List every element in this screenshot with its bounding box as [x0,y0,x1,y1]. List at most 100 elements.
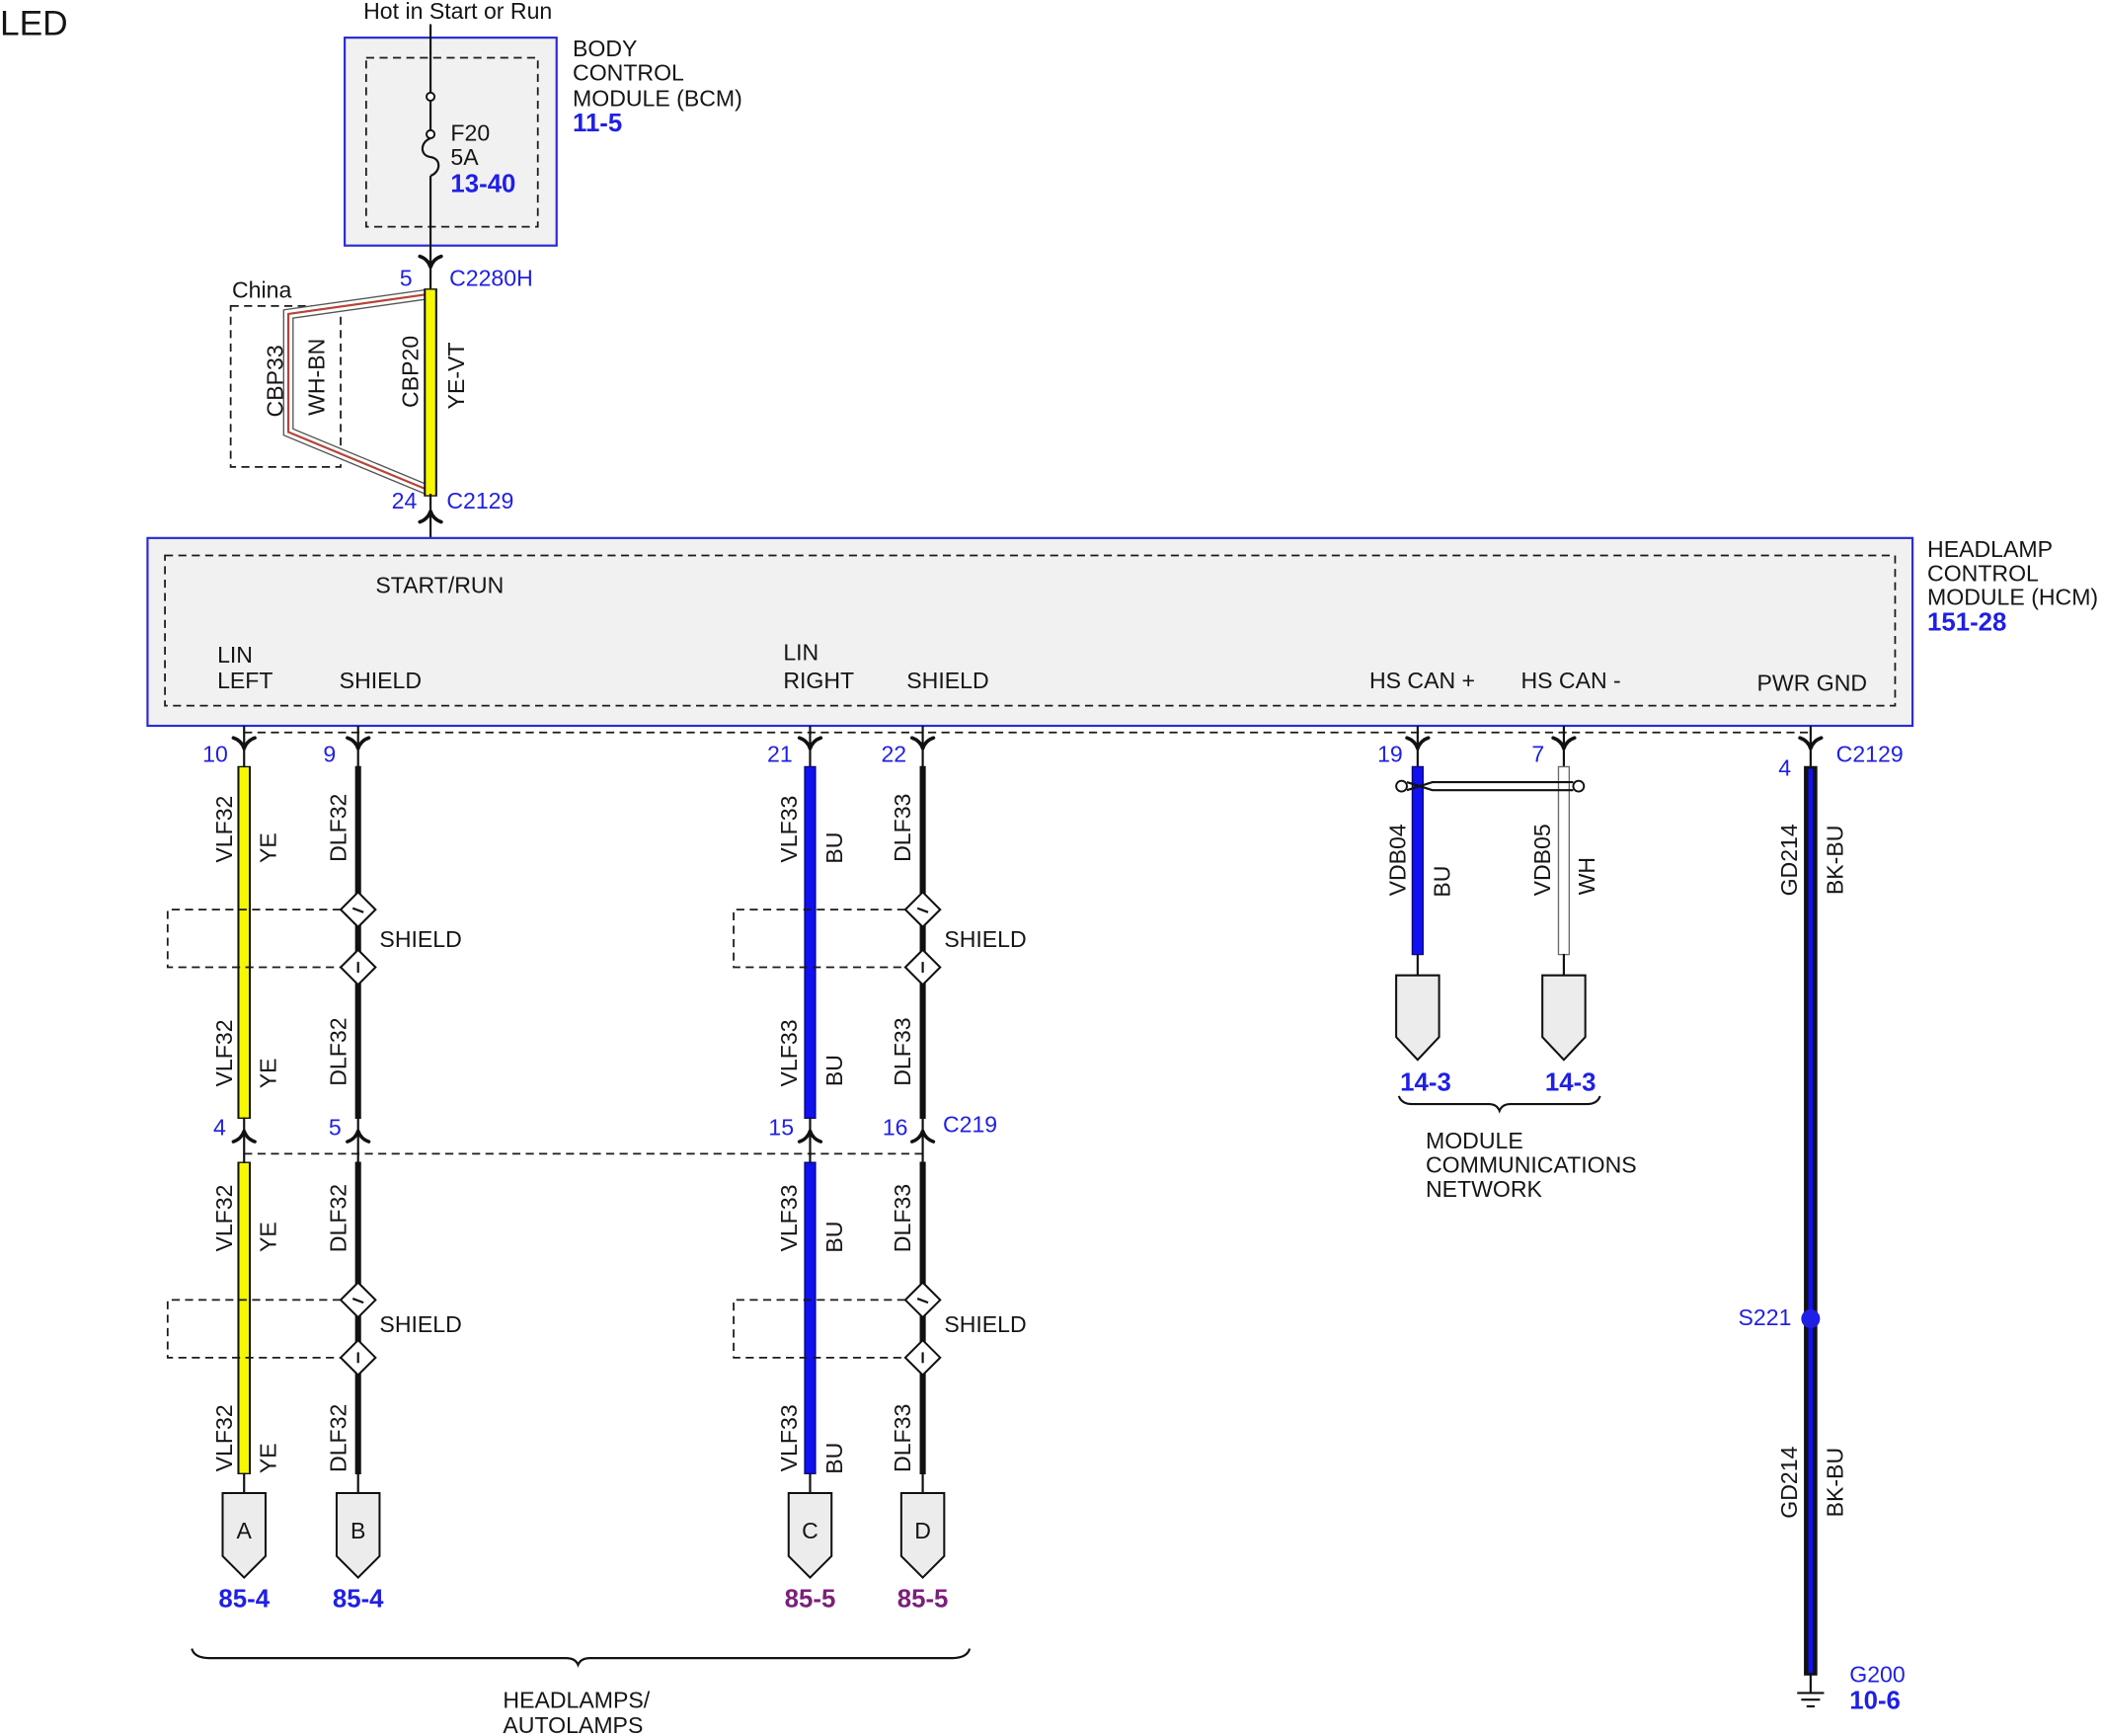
connector-c219-leads [243,1117,924,1163]
wire-circuit-label: VLF32 [211,796,237,863]
ground-page-ref: 10-6 [1849,1688,1901,1715]
network-connector-minus-symbol [1541,974,1587,1062]
connector-c2280h-name: C2280H [449,265,533,290]
start-run-wire-color: YE-VT [443,342,469,409]
hcm-pin-shield-right: SHIELD [906,668,988,693]
hcm-pin-start-run: START/RUN [375,573,504,598]
connector-c2129-start-symbol [418,509,443,524]
shield-drain-mark [351,907,364,913]
connector-c2129-name: C2129 [1836,742,1904,767]
twisted-pair-line [1406,781,1574,792]
wire-color-label: YE [256,1222,281,1252]
c2129-pin-symbol-lin-left [231,736,257,750]
hcm-label-line-3: MODULE (HCM) [1927,585,2098,610]
wire-circuit-label: DLF33 [890,1404,915,1472]
wire-color-label: BU [821,832,847,864]
bcm-label-line-1: BODY [573,36,637,61]
china-wire-stripe [286,292,431,493]
c2129-pin-pwr-gnd: 4 [1778,754,1791,780]
connector-c-symbol [787,1492,833,1580]
network-connector-plus-page-ref: 14-3 [1400,1068,1451,1096]
connector-d-letter: D [914,1518,931,1543]
hcm-label-line-2: CONTROL [1927,560,2039,586]
c2129-pin-shield-right: 22 [881,742,906,767]
c2129-pin-lin-left: 10 [202,742,228,767]
wire-circuit-label: DLF33 [890,1184,915,1252]
connector-c219-name: C219 [943,1112,997,1138]
connector-c2129-symbols [231,736,1824,750]
twisted-pair-symbol [1395,779,1586,793]
c2129-pin-hs-can-plus: 19 [1377,742,1403,767]
wire-circuit-label: DLF32 [325,1184,350,1252]
wire-color-label: BU [821,1222,847,1253]
c219-pin-shield-left: 5 [329,1114,342,1140]
network-connector-minus-page-ref: 14-3 [1545,1068,1597,1096]
headlamp-group-label-line-1: HEADLAMPS/ [503,1687,650,1712]
wire-circuit-label: DLF32 [325,1404,350,1472]
c2129-pin-lin-right: 21 [767,742,793,767]
ground-wire-color-lower: BK-BU [1822,1448,1847,1518]
connector-c2129-start-pin: 24 [392,488,418,513]
c2129-pin-symbol-hs-can-minus [1551,736,1577,750]
connector-c-letter: C [802,1518,818,1543]
connector-b-letter: B [350,1518,365,1543]
wire-color-label: YE [256,832,281,863]
ground-wire-color-upper: BK-BU [1822,826,1847,896]
connector-b-page-ref: 85-4 [333,1585,384,1613]
china-wire-circuit: CBP33 [262,345,287,417]
shield-diamonds [339,891,942,1377]
wire-circuit-label: DLF32 [325,1017,350,1085]
c2129-pin-symbol-shield-right [909,736,936,750]
c2129-pin-shield-left: 9 [323,742,336,767]
headlamp-group-brace [191,1648,972,1668]
splice-dot [1801,1308,1821,1328]
hs-can-plus-color: BU [1429,866,1454,898]
shield-left-lower-bracket [166,1299,342,1359]
c2129-pin-symbol-pwr-gnd [1798,736,1824,750]
headlamp-group-label-line-2: AUTOLAMPS [503,1712,643,1736]
hcm-page-ref: 151-28 [1927,609,2006,637]
shield-drain-mark [916,907,929,913]
fuse-name: F20 [450,120,490,146]
fuse-terminal-bottom [426,128,436,139]
fuse-rating: 5A [450,144,479,170]
hs-can-minus-circuit: VDB05 [1529,824,1555,896]
hcm-pin-lin-right-line-1: LIN [783,639,818,665]
headlamp-connectors [221,1472,946,1580]
china-wire-color: WH-BN [304,339,330,416]
wire-circuit-label: VLF33 [776,796,802,863]
wire-circuit-label: VLF32 [211,1185,237,1252]
china-variant-box [229,304,342,468]
network-group-brace [1397,1095,1601,1114]
connector-a-page-ref: 85-4 [218,1585,270,1613]
ground-name: G200 [1849,1662,1905,1688]
hcm-pin-pwr-gnd: PWR GND [1757,671,1868,696]
c219-pin-symbol-lin-right [797,1129,823,1144]
hcm-pin-shield-left: SHIELD [340,668,422,693]
ground-wire-circuit-upper: GD214 [1776,824,1802,896]
connector-a-letter: A [237,1518,253,1543]
china-variant-label: China [232,277,291,303]
start-run-wire-circuit: CBP20 [398,336,424,408]
connector-c-page-ref: 85-5 [785,1585,836,1613]
bcm-module-box [344,37,558,247]
wire-circuit-label: VLF32 [211,1404,237,1471]
connector-c2280h-pin: 5 [400,265,413,290]
network-connector-plus-symbol [1395,974,1441,1062]
wire-circuit-label: VLF33 [776,1185,802,1252]
shield-right-lower-bracket [733,1299,905,1359]
hcm-pin-lin-left-line-2: LEFT [217,668,273,693]
wire-color-label: BU [821,1443,847,1474]
fuse-terminal-top [426,91,436,102]
network-group-label-line-1: MODULE [1426,1128,1523,1153]
power-source-label: Hot in Start or Run [363,0,552,24]
wire-color-label: YE [256,1443,281,1473]
c219-pin-lin-right: 15 [768,1114,794,1140]
shield-left-upper-bracket [166,908,342,969]
connector-c2280h-symbol [418,254,443,270]
c2129-pin-symbol-shield-left [346,736,371,750]
shield-drain-mark [916,1298,929,1304]
ground-icon [1797,1674,1825,1708]
bcm-label-line-2: CONTROL [573,60,684,86]
